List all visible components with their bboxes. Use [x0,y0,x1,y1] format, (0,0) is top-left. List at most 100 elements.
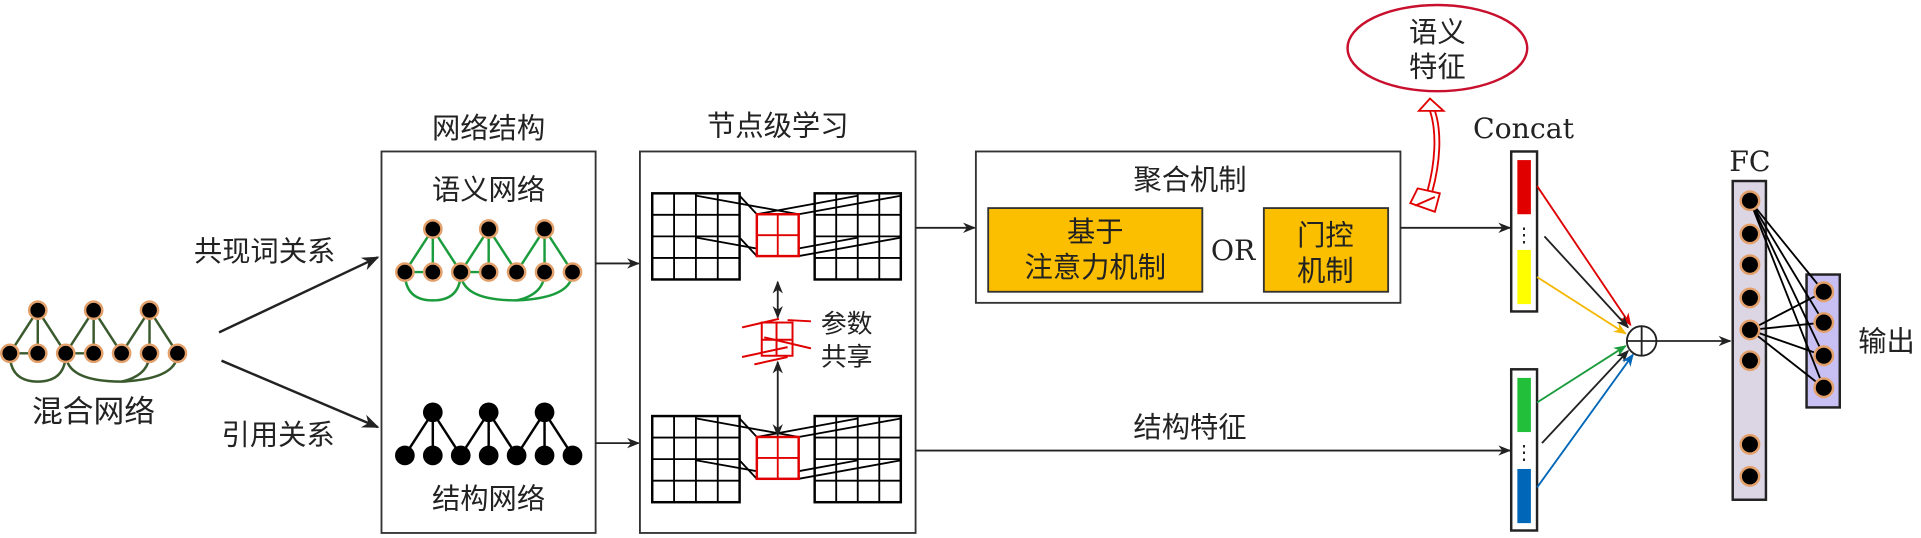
graph-node [562,445,583,466]
cooccurrence-arrow [218,256,380,334]
receptive-field-line [798,194,901,216]
graph-node [478,402,499,423]
graph-node [450,262,471,282]
graph-node [478,219,499,239]
yellow-arrow [1536,276,1627,335]
fc-connection [1749,200,1825,389]
receptive-field-line [798,459,901,480]
fc-connection [1749,200,1825,293]
output-neuron [1813,377,1835,399]
shared-parameter-icon [741,317,812,366]
citation-label: 引用关系 [222,418,335,451]
output-label: 输出 [1858,325,1915,358]
graph-node [139,343,160,364]
graph-node [83,300,104,321]
fc-neuron [1739,465,1761,487]
graph-node [422,219,443,239]
sum-operator-icon [1625,325,1658,357]
gate-label-line1: 门控 [1297,219,1354,252]
fc-neuron [1739,223,1761,245]
graph-edge [403,272,462,302]
semantic-network-graph [395,219,583,302]
graph-node [167,343,188,364]
receptive-field-line [738,417,758,438]
blue-segment [1517,468,1531,524]
semantic-feature-ellipse [1346,3,1529,93]
graph-node [0,343,20,364]
graph-node [534,402,555,423]
structural-network-graph [395,402,583,466]
network-structure-box [380,150,597,534]
semantic-feature-line2: 特征 [1409,50,1466,83]
graph-node [478,445,499,466]
fc-neuron [1739,350,1761,372]
structural-network-label: 结构网络 [432,482,545,515]
receptive-field-line [738,459,758,480]
green-arrow [1536,345,1627,404]
graph-node [395,445,415,466]
graph-node [395,262,415,282]
fc-connection [1749,321,1824,331]
fc-neuron [1739,433,1761,455]
semantic-feature-callout-arrow-icon [1408,97,1446,213]
param-share-label-line2: 共享 [821,343,873,373]
graph-node [422,262,443,282]
graph-node [534,445,555,466]
red-arrow [1536,185,1632,327]
fc-neuron [1739,319,1761,341]
attention-mechanism-box [987,207,1204,293]
node-learning-box [639,150,917,534]
output-neuron [1813,281,1835,303]
param-share-label-line1: 参数 [821,309,873,339]
structural-conv-layer [650,414,903,504]
gate-mechanism-box [1262,207,1390,293]
concat-label: Concat [1473,112,1575,145]
graph-node [111,343,132,364]
fc-neuron [1739,190,1761,212]
receptive-field-line [798,236,901,257]
attention-label-line1: 基于 [1067,215,1124,248]
graph-node [534,262,555,282]
structural-vector-dots: ⋮ [1514,441,1534,464]
aggregation-title: 聚合机制 [1133,164,1246,197]
graph-node [422,445,443,466]
gate-label-line2: 机制 [1297,255,1354,288]
fc-connection [1749,329,1825,357]
output-neuron [1813,312,1835,333]
cooccurrence-label: 共现词关系 [194,235,336,268]
graph-edge [8,353,67,383]
network-structure-title: 网络结构 [432,112,545,145]
green-segment [1517,377,1531,433]
fc-neuron [1739,254,1761,276]
graph-node [478,262,499,282]
structural-feature-label: 结构特征 [1133,411,1246,444]
semantic-feature-line1: 语义 [1409,16,1466,49]
graph-node [83,343,104,364]
yellow-segment [1517,249,1531,305]
graph-node [27,343,48,364]
semantic-conv-layer [650,192,903,281]
receptive-field-line [738,195,758,215]
black-arrow-bottom [1541,349,1629,444]
fc-label: FC [1729,145,1770,178]
receptive-field-line [738,236,758,257]
mixed-network-graph [0,300,188,383]
semantic-vector-dots: ⋮ [1514,223,1534,246]
receptive-field-line [798,417,901,438]
graph-node [422,402,443,423]
semantic-network-label: 语义网络 [432,173,545,206]
graph-node [27,300,48,321]
mixed-network-label: 混合网络 [32,394,155,430]
output-neuron [1813,345,1835,367]
fc-connection [1749,200,1825,324]
red-segment [1517,160,1531,215]
graph-node [450,445,471,466]
graph-node [534,219,555,239]
blue-arrow [1536,353,1634,488]
citation-arrow [221,359,380,429]
fc-connections [1739,190,1835,487]
black-arrow-top [1543,235,1629,329]
fc-connection [1749,200,1825,357]
receptive-field-line [756,194,858,216]
